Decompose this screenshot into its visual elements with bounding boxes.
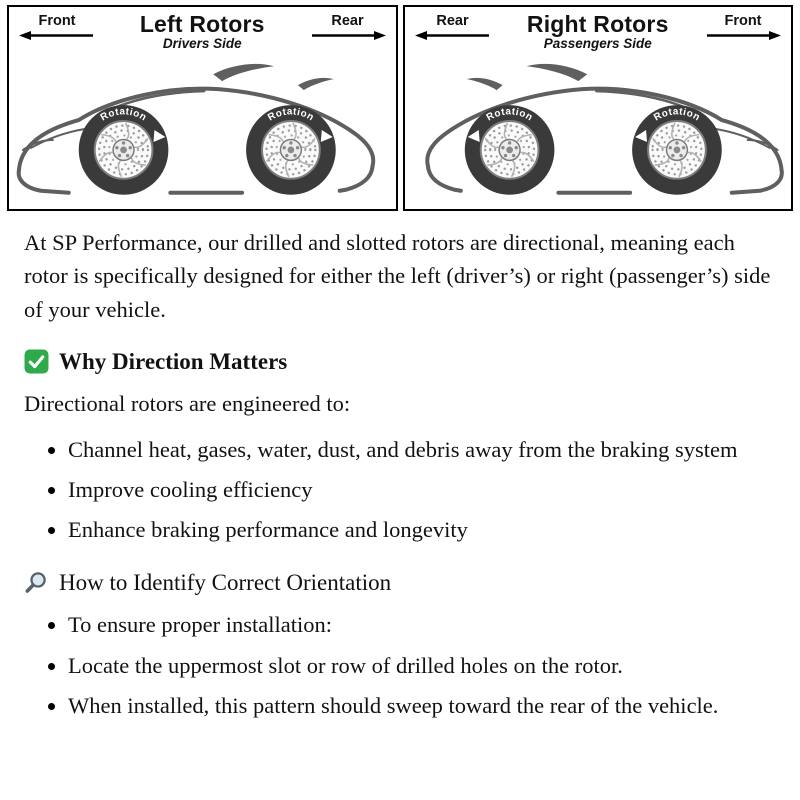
rotation-arrowhead	[634, 129, 647, 142]
list-item: Channel heat, gases, water, dust, and de…	[68, 433, 774, 466]
orientation-list: To ensure proper installation: Locate th…	[24, 608, 774, 722]
rotation-arrowhead	[153, 129, 166, 142]
front-direction-indicator: Front	[17, 14, 97, 40]
arrow-left-icon	[414, 30, 489, 40]
identify-orientation-heading: How to Identify Correct Orientation	[24, 569, 774, 597]
rear-wheel	[463, 103, 556, 196]
lead-text: Directional rotors are engineered to:	[24, 391, 351, 417]
check-icon	[24, 349, 49, 374]
left-panel-header: Front Left Rotors Drivers Side Rear	[9, 7, 396, 52]
rotation-label: Rotation	[99, 106, 149, 123]
left-panel-subtitle: Drivers Side	[162, 36, 242, 52]
front-wheel	[77, 103, 170, 196]
left-rotors-panel: Front Left Rotors Drivers Side Rear	[7, 5, 398, 211]
arrow-right-icon	[311, 30, 386, 40]
front-label: Front	[724, 13, 762, 29]
front-direction-indicator: Front	[703, 14, 783, 40]
list-item: When installed, this pattern should swee…	[68, 689, 774, 722]
right-panel-header: Rear Right Rotors Passengers Side Front	[405, 7, 792, 52]
rear-wheel	[244, 103, 337, 196]
right-rotors-panel: Rear Right Rotors Passengers Side Front	[402, 5, 793, 211]
rotor-direction-diagram: Front Left Rotors Drivers Side Rear	[0, 0, 800, 211]
list-item: Enhance braking performance and longevit…	[68, 513, 774, 546]
rotation-label: Rotation	[652, 106, 702, 123]
rotation-label: Rotation	[266, 106, 316, 123]
rotation-arrowhead	[467, 129, 480, 142]
rear-label: Rear	[436, 13, 469, 29]
heading-text: How to Identify Correct Orientation	[59, 569, 392, 595]
rotation-label: Rotation	[484, 106, 534, 123]
list-item: Locate the uppermost slot or row of dril…	[68, 649, 774, 682]
list-item: To ensure proper installation:	[68, 608, 774, 641]
why-direction-matters-heading: Why Direction Matters	[24, 348, 774, 376]
article: At SP Performance, our drilled and slott…	[0, 211, 800, 722]
right-panel-title: Right Rotors	[526, 11, 669, 37]
right-panel-subtitle: Passengers Side	[543, 36, 652, 52]
list-item: Improve cooling efficiency	[68, 473, 774, 506]
arrow-right-icon	[707, 30, 781, 40]
rear-direction-indicator: Rear	[413, 14, 493, 40]
front-label: Front	[38, 13, 76, 29]
left-panel-title: Left Rotors	[139, 11, 265, 37]
magnifier-icon	[24, 570, 49, 595]
arrow-left-icon	[19, 30, 93, 40]
heading-text: Why Direction Matters	[59, 348, 288, 374]
car-body-right	[424, 63, 784, 196]
rotation-arrowhead	[320, 129, 333, 142]
left-car-illustration: Rotation Rotation	[16, 63, 376, 196]
car-body-left	[16, 63, 376, 196]
intro-paragraph: At SP Performance, our drilled and slott…	[24, 230, 771, 322]
front-wheel	[630, 103, 723, 196]
rear-label: Rear	[331, 13, 364, 29]
right-car-illustration: Rotation Rotation	[424, 63, 784, 196]
benefits-list: Channel heat, gases, water, dust, and de…	[24, 433, 774, 547]
rear-direction-indicator: Rear	[308, 14, 388, 40]
